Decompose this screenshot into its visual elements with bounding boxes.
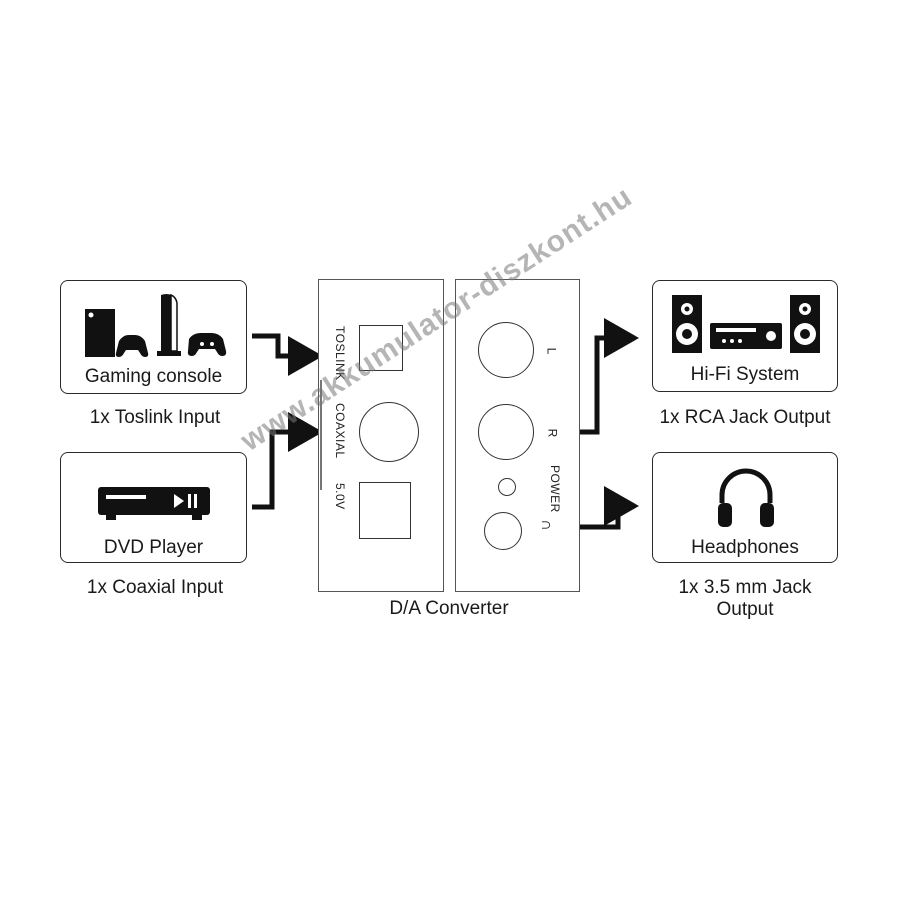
right-channel-label: R [545,428,560,438]
converter-back-panel: L R POWER ∩ [455,279,580,592]
left-channel-label: L [544,347,559,355]
gaming-console-box: Gaming console [60,280,247,394]
headphone-icon: ∩ [537,519,555,531]
rca-output-caption: 1x RCA Jack Output [659,407,831,428]
dvd-player-box: DVD Player [60,452,247,563]
headphones-icon [718,468,774,527]
jack-output-caption: 1x 3.5 mm Jack Output [640,577,850,621]
headphones-box: Headphones [652,452,838,563]
converter-caption: D/A Converter [389,598,509,619]
left-rca-jack [478,322,534,378]
hifi-system-icon [672,295,820,353]
coaxial-input-caption: 1x Coaxial Input [86,577,224,598]
coaxial-port-label: COAXIAL [333,403,347,459]
coaxial-arrow [252,412,323,510]
hifi-system-label: Hi-Fi System [690,364,800,385]
jack-output-caption-line2: Output [716,599,774,620]
coaxial-port [359,402,419,462]
power-label: POWER [548,465,562,513]
power-led [498,478,516,496]
jack-output-arrow [574,486,639,530]
gaming-console-icon [85,293,227,357]
toslink-port [359,325,403,371]
dvd-player-label: DVD Player [103,537,204,558]
toslink-input-caption: 1x Toslink Input [89,407,221,428]
headphones-label: Headphones [691,537,799,558]
hifi-system-box: Hi-Fi System [652,280,838,392]
headphone-jack [484,512,522,550]
dc-power-port [359,482,411,539]
right-rca-jack [478,404,534,460]
voltage-label: 5.0V [333,483,347,510]
front-panel-divider [320,380,322,490]
toslink-arrow [252,333,323,376]
jack-output-caption-line1: 1x 3.5 mm Jack [678,577,812,598]
converter-front-panel: TOSLINK COAXIAL 5.0V [318,279,444,592]
gaming-console-label: Gaming console [84,366,223,387]
dvd-player-icon [98,487,210,520]
